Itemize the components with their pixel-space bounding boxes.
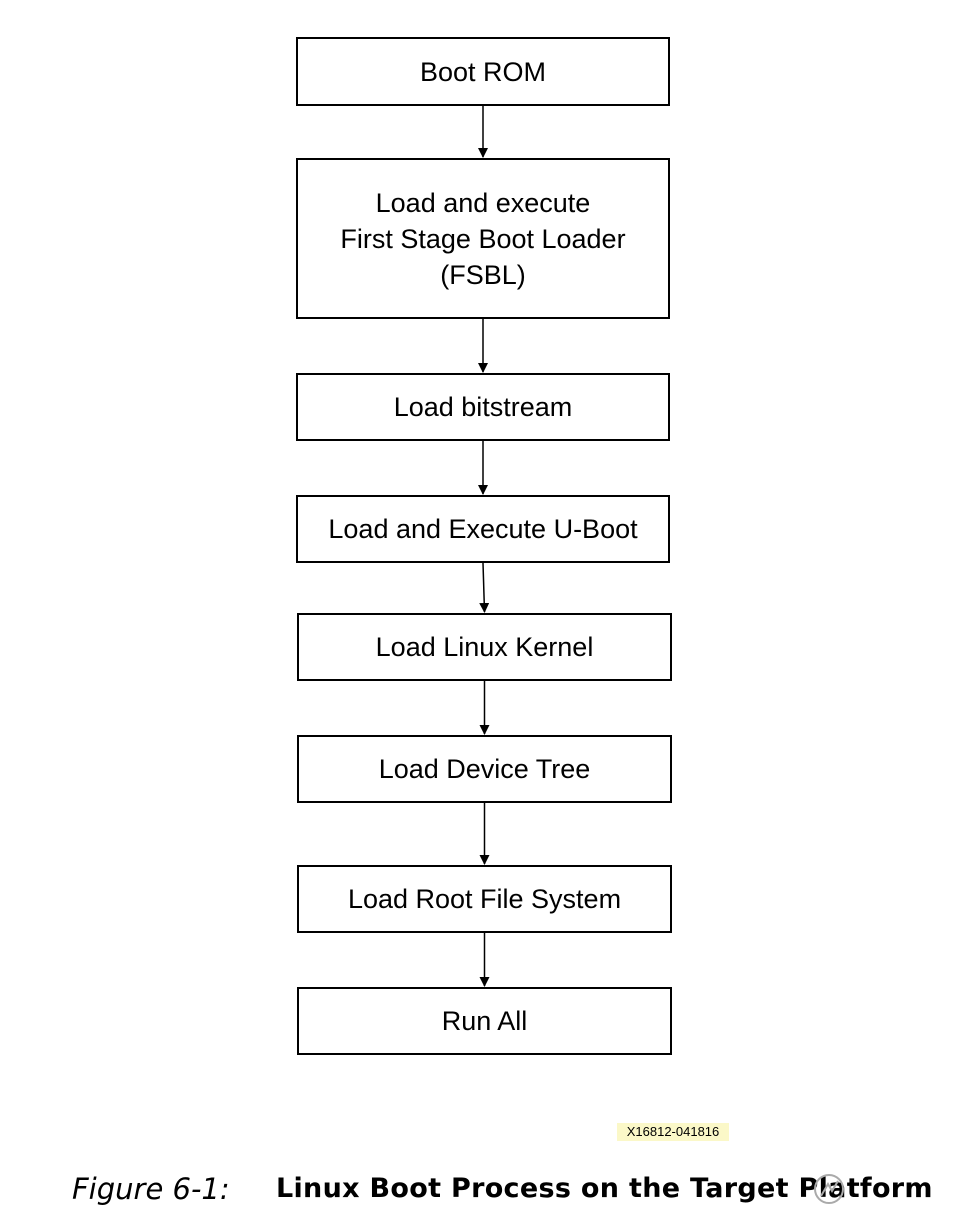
step-box-run-all: Run All (297, 987, 672, 1055)
caption-label: Figure 6-1: (72, 1172, 230, 1206)
step-box-boot-rom: Boot ROM (296, 37, 670, 106)
step-box-root-fs: Load Root File System (297, 865, 672, 933)
caption-title: Linux Boot Process on the Target Platfor… (276, 1173, 933, 1204)
arrow-u-boot-to-linux-kernel (479, 562, 490, 613)
step-box-bitstream: Load bitstream (296, 373, 670, 441)
figure-id: X16812-041816 (617, 1123, 729, 1141)
step-box-linux-kernel: Load Linux Kernel (297, 613, 672, 681)
step-box-fsbl: Load and execute First Stage Boot Loader… (296, 158, 670, 319)
step-box-u-boot: Load and Execute U-Boot (296, 495, 670, 563)
step-box-device-tree: Load Device Tree (297, 735, 672, 803)
